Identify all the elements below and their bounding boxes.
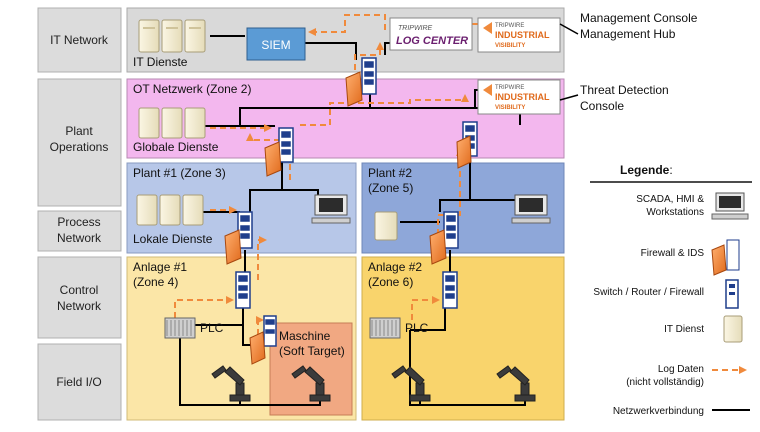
label-lokale-dienste: Lokale Dienste: [133, 232, 213, 246]
net-line: [180, 305, 244, 326]
log-arrow: [300, 94, 469, 126]
server-icon: [138, 19, 160, 53]
row-label-field-io: Field I/O: [56, 375, 101, 389]
plc-label: PLC: [200, 321, 224, 335]
robot-arm-icon: [211, 365, 251, 402]
callout-line: [559, 94, 579, 101]
switch-icon: [442, 271, 458, 309]
legend-label-switch: Switch / Router / Firewall: [593, 287, 704, 298]
log-arrow: [308, 14, 386, 36]
globale-dienste-servers: [138, 107, 206, 139]
callout-line: [559, 23, 579, 35]
legend-label-log-daten: Log Daten(nicht vollständig): [626, 364, 704, 388]
legend-label-workstations: SCADA, HMI &Workstations: [636, 194, 704, 218]
net-line: [439, 152, 471, 212]
server-icon: [159, 194, 181, 226]
legend: Legende: SCADA, HMI &Workstations Firewa…: [590, 163, 752, 417]
legend-label-it-dienst: IT Dienst: [664, 324, 704, 335]
switch-icon: [237, 211, 253, 249]
tripwire-industrial-visibility-logo: TRIPWIRE INDUSTRIAL VISIBILITY: [477, 17, 561, 53]
plc-1: PLC: [164, 317, 224, 339]
switch-icon: [725, 279, 739, 309]
legend-title: Legende:: [620, 163, 673, 177]
visibility-wordmark: VISIBILITY: [495, 43, 525, 49]
tripwire-industrial-visibility-logo: TRIPWIRE INDUSTRIAL VISIBILITY: [477, 79, 561, 115]
server-icon: [374, 211, 398, 241]
firewall-icon: [429, 229, 447, 265]
siem-label: SIEM: [261, 38, 290, 52]
label-globale-dienste: Globale Dienste: [133, 140, 219, 154]
switch-icon: [361, 57, 377, 95]
zone-label-ot-netzwerk: OT Netzwerk (Zone 2): [133, 82, 251, 96]
legend-label-firewall: Firewall & IDS: [641, 248, 705, 259]
firewall-icon: [224, 229, 242, 265]
log-arrow: [174, 296, 234, 318]
row-label-box: [37, 7, 122, 73]
it-dienste-servers: [138, 19, 206, 53]
net-line: [249, 158, 283, 212]
zone-label-anlage-2: Anlage #2(Zone 6): [368, 260, 422, 289]
row-label-box: [37, 210, 122, 252]
lokale-dienste-servers: [136, 194, 204, 226]
plc-2: PLC: [369, 317, 429, 339]
firewall-icon: [345, 71, 363, 107]
row-label-box: [37, 78, 122, 207]
log-center-wordmark: LOG CENTER: [396, 35, 468, 47]
robot-arm-icon: [496, 365, 536, 402]
log-arrow: [256, 316, 264, 345]
tripwire-wordmark: TRIPWIRE: [495, 23, 524, 29]
zone-label-plant-1: Plant #1 (Zone 3): [133, 166, 226, 180]
row-label-box: [37, 256, 122, 339]
zone-label-anlage-1: Anlage #1(Zone 4): [133, 260, 187, 289]
switch-icon: [278, 127, 294, 163]
server-icon: [136, 194, 158, 226]
log-arrow: [411, 296, 440, 320]
zone-label-it-dienste: IT Dienste: [133, 55, 188, 69]
legend-label-netzwerkverbindung: Netzwerkverbindung: [613, 406, 704, 417]
switch-icon: [263, 315, 277, 347]
row-label-box: [37, 343, 122, 421]
tripwire-wordmark: TRIPWIRE: [398, 25, 433, 32]
siem-box: [246, 27, 306, 61]
industrial-wordmark: INDUSTRIAL: [495, 30, 550, 40]
industrial-wordmark: INDUSTRIAL: [495, 92, 550, 102]
zone-label-maschine: Maschine(Soft Target): [279, 329, 345, 358]
workstation-icon: [511, 194, 551, 224]
server-icon: [161, 19, 183, 53]
plc-label: PLC: [405, 321, 429, 335]
tripwire-log-center-logo: TRIPWIRE LOG CENTER: [389, 17, 473, 51]
net-line: [239, 92, 371, 125]
net-line: [410, 305, 446, 331]
workstation-icon: [311, 194, 351, 224]
firewall-icon: [264, 141, 282, 177]
switch-icon: [443, 211, 459, 249]
tripwire-wordmark: TRIPWIRE: [495, 85, 524, 91]
log-arrow: [257, 236, 267, 280]
zone-label-plant-2: Plant #2(Zone 5): [368, 166, 413, 195]
server-icon: [184, 107, 206, 139]
workstation-icon: [711, 192, 749, 220]
server-icon: [161, 107, 183, 139]
row-label-it-network: IT Network: [50, 33, 109, 47]
robot-arm-icon: [391, 365, 431, 402]
firewall-icon: [249, 331, 266, 365]
firewall-icon: [456, 135, 472, 169]
firewall-icon: [711, 239, 740, 276]
server-icon: [723, 315, 743, 343]
visibility-wordmark: VISIBILITY: [495, 105, 525, 111]
robot-arm-icon: [291, 365, 331, 402]
switch-icon: [235, 271, 251, 309]
log-arrow: [354, 42, 384, 70]
server-icon: [184, 19, 206, 53]
server-icon: [182, 194, 204, 226]
server-icon: [138, 107, 160, 139]
